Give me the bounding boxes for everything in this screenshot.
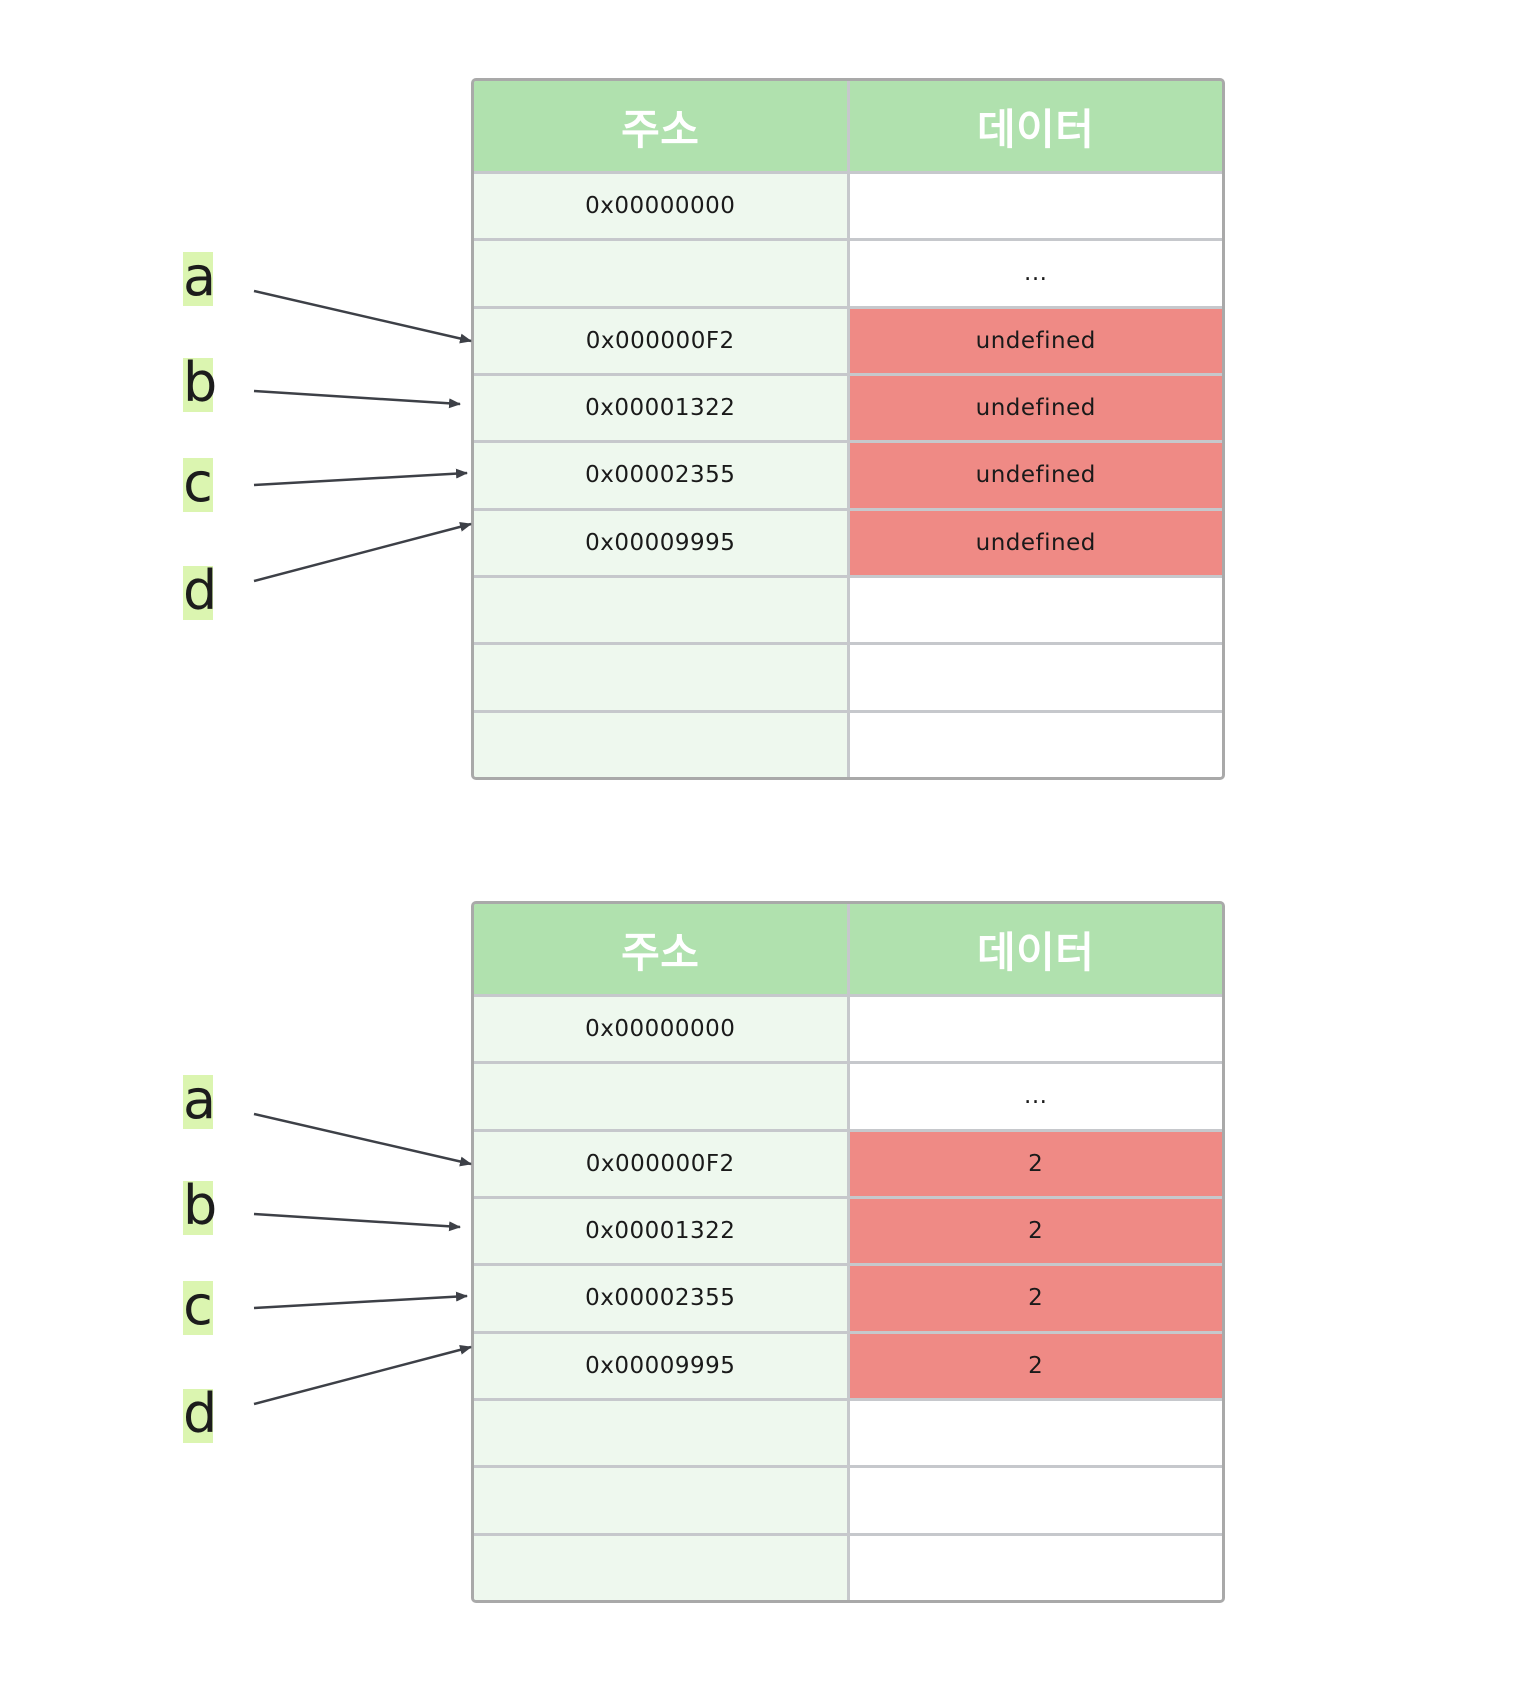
data-cell bbox=[846, 577, 1222, 643]
address-cell bbox=[474, 1468, 847, 1533]
arrow-c bbox=[253, 468, 468, 487]
variable-label-b: b bbox=[183, 351, 218, 414]
variable-label-a: a bbox=[183, 1068, 217, 1131]
address-cell: 0x00009995 bbox=[474, 510, 847, 575]
table-row: 0x00009995 undefined bbox=[474, 507, 1222, 575]
table-row: 0x00002355 undefined bbox=[474, 440, 1222, 508]
data-cell-highlighted: undefined bbox=[846, 510, 1222, 575]
address-cell: 0x000000F2 bbox=[474, 1131, 847, 1196]
data-cell-highlighted: undefined bbox=[846, 375, 1222, 441]
data-cell bbox=[846, 1400, 1222, 1466]
variable-label-c: c bbox=[183, 1274, 213, 1337]
data-cell-highlighted: 2 bbox=[846, 1198, 1222, 1264]
address-cell bbox=[474, 712, 847, 777]
data-cell: ... bbox=[846, 1064, 1222, 1129]
arrow-c bbox=[253, 1291, 468, 1310]
memory-diagram-after: 주소 데이터 0x00000000 ... 0x000000F2 2 0x000… bbox=[0, 823, 1516, 1613]
address-cell: 0x00002355 bbox=[474, 1266, 847, 1331]
arrow-d bbox=[253, 521, 472, 583]
table-row: 0x00002355 2 bbox=[474, 1263, 1222, 1331]
data-cell-highlighted: undefined bbox=[846, 308, 1222, 373]
address-column-header: 주소 bbox=[474, 81, 847, 171]
address-cell: 0x00000000 bbox=[474, 174, 847, 239]
data-cell-highlighted: 2 bbox=[846, 1131, 1222, 1196]
memory-table: 주소 데이터 0x00000000 ... 0x000000F2 2 0x000… bbox=[471, 901, 1225, 1603]
table-header: 주소 데이터 bbox=[474, 81, 1222, 171]
address-cell: 0x00002355 bbox=[474, 443, 847, 508]
data-column-header: 데이터 bbox=[846, 904, 1222, 994]
table-row: 0x00000000 bbox=[474, 994, 1222, 1062]
table-row bbox=[474, 709, 1222, 777]
arrow-a bbox=[253, 289, 472, 344]
address-cell: 0x000000F2 bbox=[474, 308, 847, 373]
address-cell bbox=[474, 577, 847, 643]
data-cell-highlighted: undefined bbox=[846, 443, 1222, 508]
variable-label-d: d bbox=[183, 1382, 218, 1445]
table-row: 0x00001322 2 bbox=[474, 1195, 1222, 1264]
table-row: ... bbox=[474, 1061, 1222, 1129]
address-column-header: 주소 bbox=[474, 904, 847, 994]
address-cell: 0x00000000 bbox=[474, 997, 847, 1062]
address-cell bbox=[474, 1535, 847, 1600]
variable-label-b: b bbox=[183, 1174, 218, 1237]
table-row bbox=[474, 1397, 1222, 1466]
data-cell bbox=[846, 997, 1222, 1062]
table-row: 0x000000F2 undefined bbox=[474, 305, 1222, 373]
table-row bbox=[474, 1465, 1222, 1533]
table-row bbox=[474, 642, 1222, 710]
arrow-a bbox=[253, 1112, 472, 1167]
table-row: 0x00009995 2 bbox=[474, 1330, 1222, 1398]
variable-label-c: c bbox=[183, 451, 213, 514]
table-row: ... bbox=[474, 238, 1222, 306]
address-cell: 0x00001322 bbox=[474, 1198, 847, 1264]
data-cell-highlighted: 2 bbox=[846, 1266, 1222, 1331]
data-cell bbox=[846, 174, 1222, 239]
address-cell bbox=[474, 1400, 847, 1466]
table-header: 주소 데이터 bbox=[474, 904, 1222, 994]
address-cell bbox=[474, 645, 847, 710]
table-row: 0x000000F2 2 bbox=[474, 1128, 1222, 1196]
data-cell bbox=[846, 645, 1222, 710]
address-cell: 0x00009995 bbox=[474, 1333, 847, 1398]
table-row bbox=[474, 574, 1222, 643]
variable-label-d: d bbox=[183, 559, 218, 622]
variable-label-a: a bbox=[183, 245, 217, 308]
arrow-b bbox=[253, 1212, 461, 1232]
data-cell bbox=[846, 712, 1222, 777]
data-cell bbox=[846, 1468, 1222, 1533]
arrow-b bbox=[253, 389, 461, 409]
memory-table: 주소 데이터 0x00000000 ... 0x000000F2 undefin… bbox=[471, 78, 1225, 780]
data-cell bbox=[846, 1535, 1222, 1600]
table-row bbox=[474, 1532, 1222, 1600]
data-cell: ... bbox=[846, 241, 1222, 306]
table-row: 0x00001322 undefined bbox=[474, 372, 1222, 441]
table-row: 0x00000000 bbox=[474, 171, 1222, 239]
data-column-header: 데이터 bbox=[846, 81, 1222, 171]
arrow-d bbox=[253, 1344, 472, 1406]
data-cell-highlighted: 2 bbox=[846, 1333, 1222, 1398]
address-cell bbox=[474, 241, 847, 306]
address-cell: 0x00001322 bbox=[474, 375, 847, 441]
memory-diagram-before: 주소 데이터 0x00000000 ... 0x000000F2 undefin… bbox=[0, 0, 1516, 790]
address-cell bbox=[474, 1064, 847, 1129]
